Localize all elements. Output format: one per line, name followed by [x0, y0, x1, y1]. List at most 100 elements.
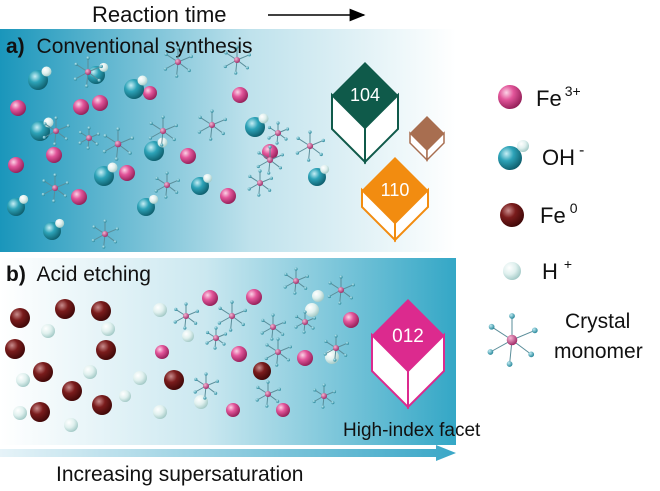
monomer-ligand [487, 349, 494, 355]
monomer-ligand [214, 326, 218, 330]
oh-ion [245, 113, 269, 137]
reaction-time-label: Reaction time [92, 2, 227, 27]
crystal-monomer [294, 310, 317, 334]
h-ion [13, 406, 27, 420]
monomer-ligand [97, 78, 101, 83]
legend-fe0-swatch [500, 203, 524, 227]
monomer-ligand [276, 399, 280, 403]
crystal-monomer [91, 219, 119, 249]
monomer-ligand [528, 351, 535, 358]
monomer-center [275, 349, 281, 355]
monomer-center [293, 278, 299, 284]
monomer-ligand [275, 363, 279, 367]
h-ion [101, 322, 115, 336]
monomer-ligand [63, 194, 67, 198]
fe3-ion [92, 95, 108, 111]
legend-oh-label: OH- [542, 142, 584, 170]
cube-012-label: 012 [392, 326, 424, 347]
fe3-ion [71, 189, 87, 205]
monomer-ligand [189, 54, 193, 59]
monomer-center [338, 287, 344, 293]
monomer-ligand [277, 387, 281, 391]
h-ion [153, 303, 167, 317]
crystal-monomer [205, 326, 228, 350]
crystal-monomer [197, 109, 227, 141]
legend-h-swatch [503, 262, 521, 280]
crystal-monomer [283, 267, 309, 295]
monomer-center [208, 121, 216, 129]
monomer-ligand [313, 388, 317, 392]
oh-ion [308, 164, 330, 186]
monomer-ligand [268, 188, 272, 192]
monomer-ligand [308, 130, 312, 134]
monomer-ligand [175, 190, 179, 194]
monomer-ligand [266, 380, 270, 384]
monomer-ligand [64, 137, 68, 141]
monomer-center [86, 135, 92, 141]
monomer-ligand [223, 117, 227, 122]
supersaturation-arrow [0, 445, 456, 461]
monomer-ligand [296, 136, 300, 140]
monomer-ligand [344, 353, 348, 357]
monomer-ligand [65, 181, 69, 185]
monomer-ligand [194, 321, 198, 325]
legend-h-label: H+ [542, 256, 572, 284]
oh-ion [7, 194, 29, 216]
monomer-ligand [294, 325, 298, 329]
monomer-ligand [96, 132, 101, 136]
monomer-ligand [282, 320, 286, 324]
monomer-ligand [260, 331, 264, 335]
monomer-ligand [78, 130, 83, 135]
monomer-ligand [235, 45, 239, 49]
h-ion [119, 390, 131, 402]
cube-110-label: 110 [381, 180, 410, 200]
crystal-monomer [312, 383, 337, 409]
monomer-ligand [164, 52, 168, 56]
monomer-ligand [294, 314, 299, 319]
monomer-ligand [285, 127, 290, 131]
monomer-ligand [148, 136, 153, 140]
fe3-ion [276, 403, 290, 417]
h-ion [312, 290, 324, 302]
monomer-ligand [327, 294, 331, 299]
monomer-ligand [255, 398, 259, 402]
monomer-ligand [84, 84, 89, 88]
monomer-ligand [74, 62, 78, 66]
monomer-ligand [234, 71, 238, 75]
crystal-monomer [41, 173, 69, 203]
fe0-ion [62, 381, 82, 401]
monomer-center [321, 393, 327, 399]
monomer-ligand [276, 121, 280, 125]
fe3-ion [232, 87, 248, 103]
fe0-ion [10, 308, 30, 328]
oh-ion [191, 173, 213, 195]
crystal-monomer [173, 302, 199, 330]
legend-oh-swatch [498, 146, 522, 170]
monomer-center [257, 180, 263, 186]
monomer-ligand [294, 267, 298, 271]
monomer-ligand [281, 332, 285, 336]
monomer-ligand [345, 341, 349, 345]
monomer-ligand [275, 141, 279, 145]
monomer-ligand [102, 149, 107, 154]
monomer-ligand [331, 401, 335, 405]
oh-hydrogen [55, 218, 65, 228]
crystal-monomer [323, 334, 349, 362]
monomer-ligand [54, 116, 58, 120]
monomer-center [306, 142, 314, 150]
cube-104-label: 104 [350, 85, 380, 105]
monomer-ligand [208, 137, 213, 141]
monomer-ligand [217, 321, 222, 325]
monomer-ligand [87, 126, 91, 130]
h-ion [325, 350, 339, 364]
fe0-ion [55, 299, 75, 319]
monomer-ligand [165, 171, 169, 175]
monomer-ligand [224, 51, 228, 55]
crystal-monomer [102, 127, 135, 161]
monomer-ligand [257, 151, 261, 155]
oh-ion [43, 218, 65, 240]
monomer-ligand [203, 396, 207, 400]
monomer-ligand [205, 330, 210, 335]
